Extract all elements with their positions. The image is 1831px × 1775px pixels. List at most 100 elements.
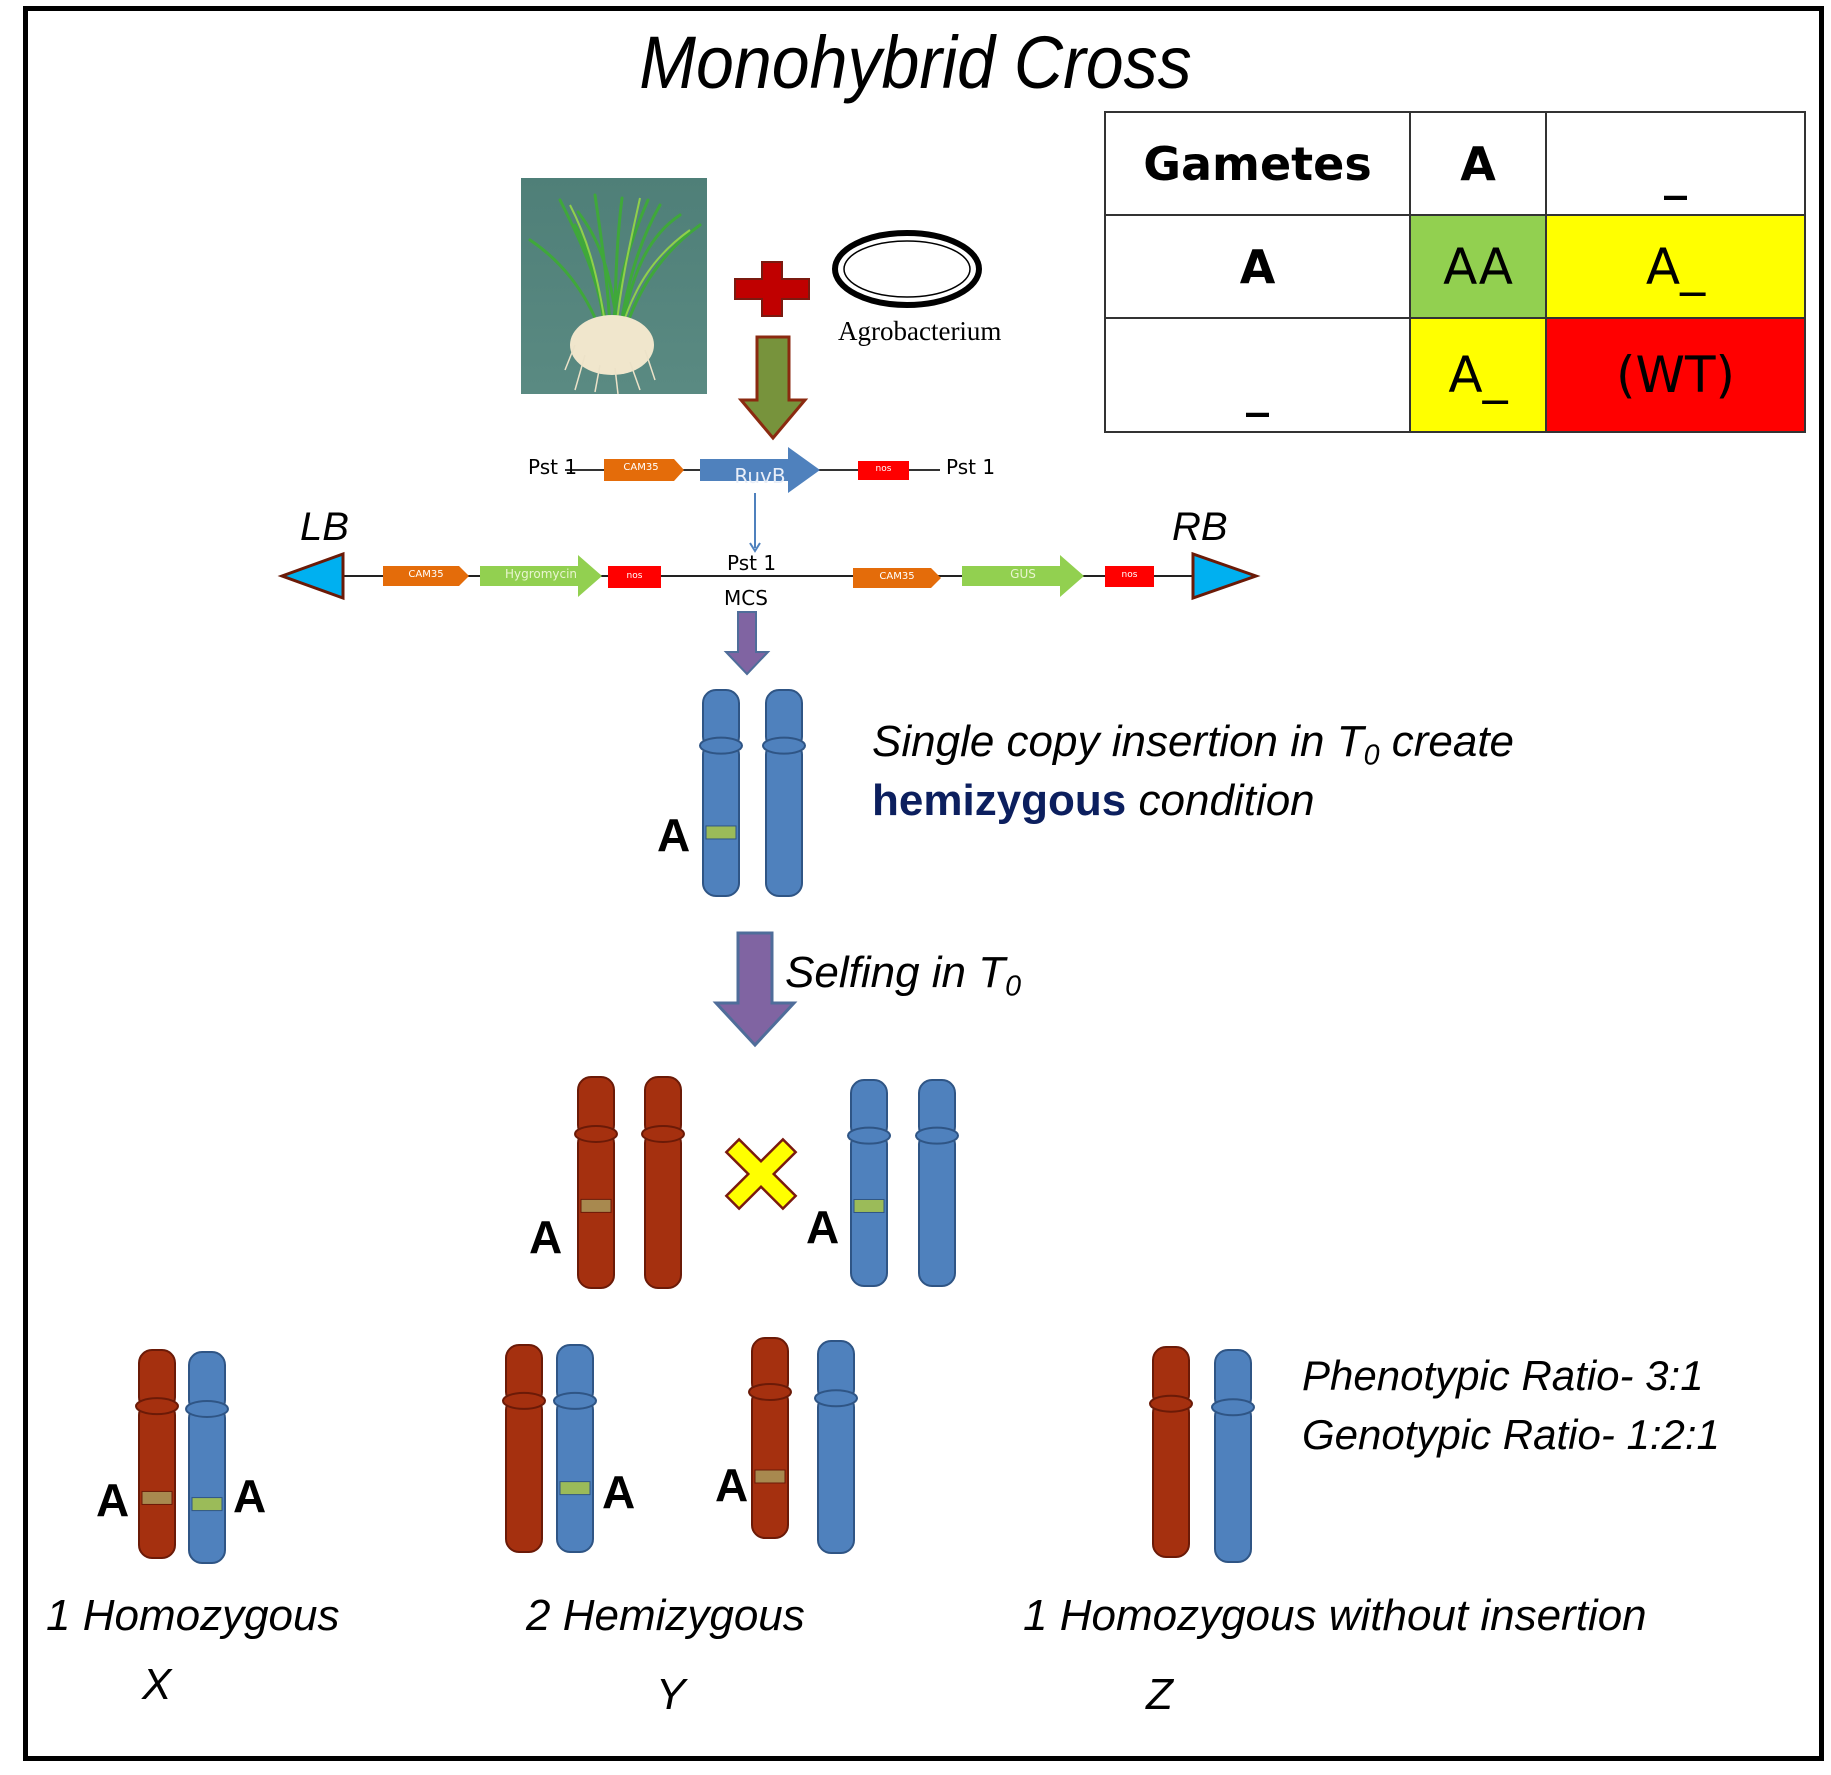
- t0-description-line2: hemizygous condition: [872, 776, 1315, 826]
- punnett-row-gamete: A: [1104, 214, 1411, 319]
- chromosome-long-arm: [1152, 1398, 1190, 1558]
- centromere: [847, 1126, 891, 1145]
- t-dna-construct: [277, 551, 1261, 601]
- lb-label: LB: [300, 505, 349, 549]
- parent-blue-chromosome: [915, 1079, 959, 1287]
- tdna-terminator-left-label: nos: [626, 571, 643, 581]
- group-letter-z: Z: [1146, 1670, 1173, 1719]
- punnett-cell: A_: [1545, 214, 1806, 319]
- tdna-gene-left-label: Hygromycin: [504, 567, 578, 581]
- cross-allele-left: A: [529, 1211, 563, 1263]
- progeny-x-allele-left: A: [96, 1474, 130, 1526]
- left-border-icon: [277, 551, 345, 601]
- cross-allele-right: A: [806, 1201, 840, 1253]
- selfing-arrow-icon: [712, 931, 798, 1048]
- selfing-text: Selfing in T: [785, 948, 1006, 997]
- cassette-right-site: Pst 1: [946, 455, 996, 479]
- centromere: [748, 1383, 792, 1401]
- punnett-square: Gametes A _ A AA A_ _ A_ (WT): [1104, 111, 1806, 433]
- centromere: [553, 1391, 597, 1410]
- chromosome-long-arm: [644, 1128, 682, 1289]
- t0-desc-text: Single copy insertion in T: [872, 717, 1364, 766]
- transgene-insertion-band: [141, 1490, 173, 1505]
- chromosome-long-arm: [751, 1387, 789, 1539]
- centromere: [915, 1126, 959, 1145]
- progeny-z-red-chromosome: [1149, 1346, 1193, 1558]
- parent-red-chromosome-with-insertion: [574, 1076, 618, 1289]
- right-border-icon: [1191, 551, 1261, 601]
- progeny-y2-red-chromosome: [748, 1337, 792, 1539]
- progeny-y2-allele: A: [715, 1459, 749, 1511]
- transgene-insertion-band: [705, 825, 737, 840]
- progeny-x-allele-right: A: [233, 1470, 267, 1522]
- t0-description-line1: Single copy insertion in T0 create: [872, 717, 1514, 773]
- t0-allele-label: A: [657, 809, 691, 861]
- chromosome-long-arm: [817, 1393, 855, 1554]
- rice-plant-image: [521, 178, 707, 395]
- insertion-arrow-icon: [723, 611, 771, 676]
- chromosome-long-arm: [765, 740, 803, 897]
- tdna-terminator-right: [1105, 566, 1154, 587]
- progeny-z-blue-chromosome: [1211, 1349, 1255, 1563]
- cassette-terminator-label: nos: [875, 464, 892, 474]
- punnett-cell: AA: [1409, 214, 1547, 319]
- tdna-terminator-left: [608, 566, 661, 588]
- t0-chromosome-with-insertion: [699, 689, 743, 897]
- tdna-promoter-right-label: CAM35: [879, 571, 915, 582]
- cassette-gene-label: RuvB: [734, 464, 786, 488]
- agrobacterium-label: Agrobacterium: [838, 316, 1002, 346]
- tdna-site-label: Pst 1: [727, 551, 777, 575]
- centromere: [185, 1399, 229, 1418]
- punnett-header-gametes: Gametes: [1104, 111, 1411, 216]
- phenotypic-ratio: Phenotypic Ratio- 3:1: [1302, 1352, 1704, 1399]
- cassette-promoter: [604, 459, 684, 481]
- progeny-x-blue-chromosome: [185, 1351, 229, 1564]
- progeny-y1-red-chromosome: [502, 1344, 546, 1554]
- agrobacterium-icon: [832, 230, 982, 308]
- tdna-gene-right: [962, 555, 1084, 597]
- punnett-cell: (WT): [1545, 317, 1806, 433]
- selfing-label: Selfing in T0: [785, 948, 1021, 1004]
- centromere: [699, 736, 743, 755]
- chromosome-long-arm: [702, 740, 740, 897]
- chromosomes-layer: [135, 689, 1255, 1564]
- progeny-x-red-chromosome: [135, 1349, 179, 1560]
- transgene-insertion-band: [754, 1469, 786, 1484]
- centromere: [135, 1397, 179, 1416]
- chromosome-long-arm: [556, 1395, 594, 1554]
- cross-symbol-icon: [724, 1137, 798, 1211]
- chromosome-long-arm: [138, 1401, 176, 1560]
- tdna-promoter-left: [383, 566, 469, 586]
- progeny-y1-blue-chromosome: [553, 1344, 597, 1554]
- selfing-subscript: 0: [1005, 970, 1022, 1003]
- tdna-gene-left: [480, 555, 602, 597]
- genotypic-ratio: Genotypic Ratio- 1:2:1: [1302, 1411, 1720, 1458]
- centromere: [762, 736, 806, 755]
- group-label-homozygous: 1 Homozygous: [46, 1591, 340, 1640]
- cassette-left-site: Pst 1: [528, 455, 578, 479]
- group-label-wildtype: 1 Homozygous without insertion: [1023, 1591, 1647, 1640]
- outer-border: [23, 6, 1824, 1761]
- t0-desc-text-post: create: [1379, 717, 1515, 766]
- t0-chromosome-without-insertion: [762, 689, 806, 897]
- punnett-row-gamete: _: [1104, 317, 1411, 433]
- tdna-promoter-right: [853, 568, 941, 588]
- punnett-header-a: A: [1409, 111, 1547, 216]
- tdna-terminator-right-label: nos: [1121, 570, 1138, 580]
- centromere: [574, 1124, 618, 1143]
- hemizygous-term: hemizygous: [872, 776, 1127, 825]
- punnett-header-null: _: [1545, 111, 1806, 216]
- cassette-terminator: [858, 461, 909, 480]
- centromere: [1149, 1394, 1193, 1413]
- tdna-promoter-left-label: CAM35: [408, 569, 444, 580]
- group-letter-y: Y: [656, 1670, 686, 1719]
- chromosome-long-arm: [1214, 1402, 1252, 1563]
- parent-blue-chromosome-with-insertion: [847, 1079, 891, 1287]
- transgene-insertion-band: [559, 1481, 591, 1496]
- rb-label: RB: [1172, 505, 1228, 549]
- group-letter-x: X: [142, 1660, 172, 1709]
- transgene-insertion-band: [853, 1198, 885, 1213]
- chromosome-long-arm: [918, 1130, 956, 1287]
